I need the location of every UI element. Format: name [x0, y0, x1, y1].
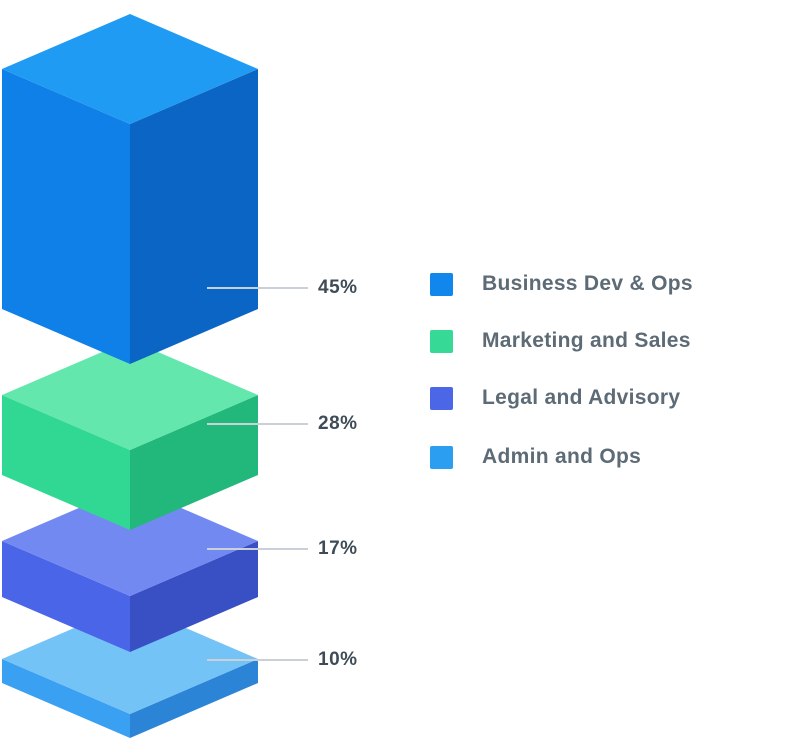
value-label-admin-ops: 10% [318, 649, 358, 670]
bar-business-dev-left-face [2, 69, 130, 364]
legend-item-marketing-sales: Marketing and Sales [430, 328, 691, 354]
legend-swatch-business-dev-icon [430, 272, 453, 296]
legend-item-admin-ops: Admin and Ops [430, 444, 641, 470]
legend-item-business-dev: Business Dev & Ops [430, 271, 693, 297]
bar-legal-advisory-top-face [2, 486, 258, 596]
legend: Business Dev & Ops Marketing and Sales L… [430, 0, 800, 740]
bar-business-dev-top-face [2, 14, 258, 124]
value-label-business-dev: 45% [318, 277, 358, 298]
bar-admin-ops-top-face [2, 604, 258, 714]
bar-business-dev-right-face [130, 69, 258, 364]
legend-label-marketing-sales: Marketing and Sales [482, 329, 691, 352]
bar-marketing-sales-top-face [2, 340, 258, 450]
bar-admin-ops-left-face [2, 659, 130, 738]
legend-label-business-dev: Business Dev & Ops [482, 272, 693, 295]
bar-legal-advisory-right-face [130, 541, 258, 652]
value-label-legal-advisory: 17% [318, 538, 358, 559]
value-label-marketing-sales: 28% [318, 413, 358, 434]
bar-admin-ops-right-face [130, 659, 258, 738]
bar-marketing-sales-right-face [130, 395, 258, 530]
legend-swatch-marketing-sales-icon [430, 329, 453, 353]
bar-legal-advisory-left-face [2, 541, 130, 652]
legend-item-legal-advisory: Legal and Advisory [430, 385, 680, 411]
legend-label-legal-advisory: Legal and Advisory [482, 386, 681, 409]
bar-marketing-sales-left-face [2, 395, 130, 530]
legend-label-admin-ops: Admin and Ops [482, 445, 642, 468]
legend-swatch-admin-ops-icon [430, 445, 453, 469]
legend-swatch-legal-advisory-icon [430, 386, 453, 410]
